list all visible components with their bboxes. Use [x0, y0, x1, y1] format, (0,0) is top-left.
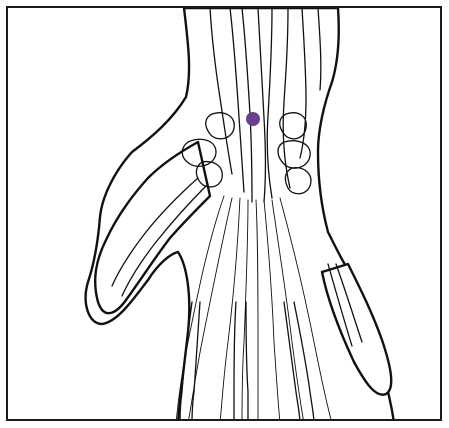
illustration-frame — [6, 6, 442, 421]
hand-wrist-illustration — [8, 8, 442, 421]
acupoint-marker — [246, 112, 260, 126]
